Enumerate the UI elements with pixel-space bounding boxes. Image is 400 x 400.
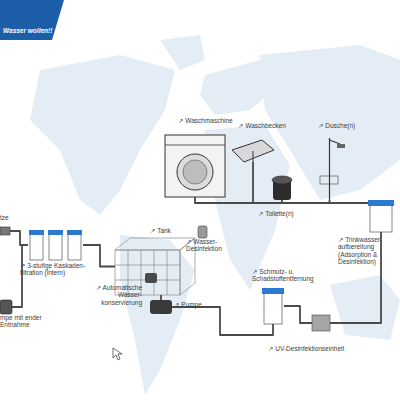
machine-drum — [183, 160, 207, 184]
pump-symbol — [150, 300, 172, 314]
component-box: ↗ Toilette(n) — [272, 176, 292, 200]
component-label: ↗ Automatische Wasser- konservierung — [86, 284, 142, 306]
sink — [232, 140, 274, 162]
water-pipe — [83, 245, 115, 267]
world-map — [30, 35, 400, 395]
continent — [160, 35, 205, 70]
continent — [330, 275, 400, 340]
tank-grid — [154, 250, 155, 295]
component-label: ↗ Schmutz- u. Schadstoffentfernung — [252, 268, 332, 283]
filter-body — [68, 233, 81, 260]
disinfection-device — [198, 226, 207, 238]
drinking-filter — [368, 200, 394, 232]
component-label: ↗ Trinkwasser- aufbereitung (Adsorption … — [338, 236, 396, 265]
shower-arm — [330, 140, 341, 144]
dirt-filter — [262, 288, 284, 324]
component-label: ↗ Dusche(n) — [318, 122, 368, 129]
water-pipe — [330, 200, 369, 203]
tank-grid — [115, 265, 180, 266]
component-box: ↗ Automatische Wasser- konservierung — [145, 273, 157, 283]
component-label: ↗ Tank — [150, 227, 190, 234]
banner-title-box: Wasser wollen!! — [3, 27, 63, 34]
preservation-device — [145, 273, 157, 283]
water-pipe — [172, 307, 273, 335]
component-box: ↗ Wasser- Desinfektion — [198, 226, 207, 238]
component-box: ↗ Waschbecken — [232, 140, 274, 162]
component-box: ↗ Schmutz- u. Schadstoffentfernung — [262, 288, 284, 324]
sink-drain — [253, 151, 254, 162]
washing-machine — [165, 135, 225, 197]
water-pipe — [10, 231, 28, 245]
component-box: ↗ 3-stufige Kaskaden- filtration (intern… — [28, 230, 83, 260]
water-pipe — [160, 295, 162, 300]
filter-body — [264, 293, 282, 324]
banner — [0, 0, 64, 40]
shower-tap — [320, 176, 338, 184]
water-pipe — [253, 162, 368, 203]
filter-body — [49, 233, 62, 260]
pump-body — [0, 300, 12, 314]
water-pipe — [284, 306, 312, 323]
component-label: ↗ Pumpe — [174, 301, 214, 308]
component-box: mpe mit ender Entnahme — [0, 300, 12, 314]
component-box: ↗ Dusche(n) — [312, 138, 347, 200]
component-label: ↗ Wasser- Desinfektion — [186, 238, 234, 253]
machine-body — [165, 135, 225, 197]
filter-body — [30, 233, 43, 260]
component-label: ↗ 3-stufige Kaskaden- filtration (intern… — [20, 262, 96, 277]
inlet — [0, 227, 10, 235]
toilet-lid — [272, 176, 292, 184]
shower-pole — [329, 138, 330, 200]
component-box: ↗ Pumpe — [150, 300, 172, 314]
cascade-filters — [29, 230, 82, 260]
water-pipe — [282, 200, 368, 203]
component-box: ↗ UV-Desinfektionseinheit — [312, 315, 330, 331]
continent — [120, 235, 195, 395]
toilet — [272, 176, 292, 200]
filter-cap — [262, 288, 284, 294]
component-label: tze — [0, 214, 30, 221]
shower — [320, 138, 345, 200]
shower-head — [337, 144, 345, 148]
machine-door — [177, 154, 213, 190]
filter-cap — [48, 230, 63, 235]
component-label: mpe mit ender Entnahme — [0, 314, 44, 329]
filter-cap — [29, 230, 44, 235]
inlet-nozzle — [0, 227, 10, 235]
machine-panel — [165, 145, 225, 146]
component-box: ↗ Trinkwasser- aufbereitung (Adsorption … — [368, 200, 394, 232]
floating-pump — [0, 300, 12, 314]
tank-grid — [167, 250, 168, 295]
tank-top — [115, 238, 195, 250]
component-box: ↗ Automatische Wasser- konservierung↗ Ta… — [115, 238, 195, 295]
banner-title: Wasser wollen!! — [3, 27, 63, 34]
filter-cap — [67, 230, 82, 235]
uv-unit — [312, 315, 330, 331]
filter-cap — [368, 200, 394, 206]
filter-body — [370, 205, 392, 232]
component-label: ↗ Waschbecken — [238, 122, 298, 129]
water-pipe — [195, 197, 368, 203]
component-label: ↗ Waschmaschine — [178, 117, 248, 124]
cursor-icon — [113, 348, 122, 360]
continent — [30, 55, 175, 215]
sink-basin — [232, 140, 274, 162]
component-label: ↗ UV-Desinfektionseinheit — [268, 345, 378, 352]
component-label: ↗ Toilette(n) — [258, 210, 308, 217]
component-box: tze — [0, 226, 10, 236]
component-box: ↗ Waschmaschine — [165, 135, 225, 197]
